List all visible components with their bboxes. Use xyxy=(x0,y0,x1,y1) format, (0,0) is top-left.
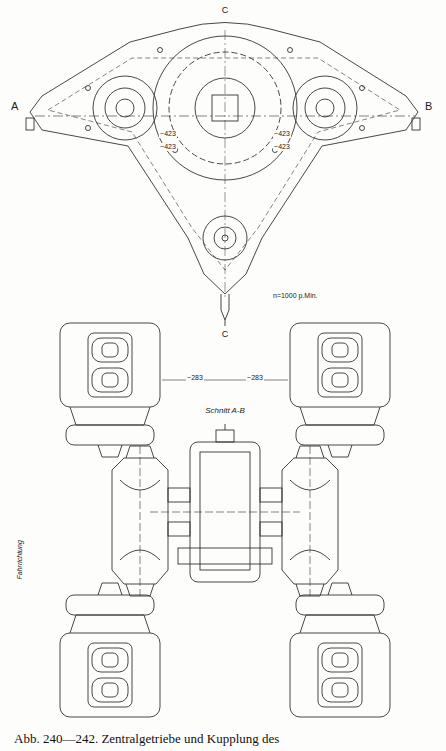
drawing-stroke xyxy=(92,648,128,672)
section-letter: B xyxy=(424,100,433,112)
drawing-stroke xyxy=(332,343,348,357)
drawing-stroke xyxy=(332,683,348,697)
drawing-stroke xyxy=(98,583,122,595)
drawing-stroke xyxy=(225,30,226,300)
drawing-stroke xyxy=(30,23,418,295)
drawing-stroke xyxy=(98,445,122,457)
drawing-stroke xyxy=(26,23,420,597)
dimension-label: ~423 xyxy=(273,130,291,138)
drawing-stroke xyxy=(60,323,160,407)
section-letter: C xyxy=(221,330,230,340)
dimension-label: ~283 xyxy=(186,374,204,382)
dimension-label: ~283 xyxy=(246,374,264,382)
drawing-stroke xyxy=(162,380,288,381)
drawing-stroke xyxy=(112,458,168,584)
drawing-stroke xyxy=(200,452,250,570)
drawing-stroke xyxy=(332,653,348,667)
drawing-stroke xyxy=(322,338,358,362)
drawing-stroke xyxy=(116,99,134,117)
drawing-stroke xyxy=(305,88,345,128)
drawing-stroke xyxy=(310,446,311,596)
drawing-stroke xyxy=(66,425,154,445)
drawing-stroke xyxy=(158,48,163,53)
drawing-stroke xyxy=(260,522,282,536)
drawing-stroke xyxy=(66,595,154,615)
dimension-label: ~423 xyxy=(273,143,291,151)
drawing-stroke xyxy=(322,678,358,702)
direction-label: Fahrrichtung xyxy=(16,539,24,580)
drawing-stroke xyxy=(102,653,118,667)
drawing-stroke xyxy=(60,323,160,457)
section-letter: A xyxy=(10,100,19,112)
drawing-stroke xyxy=(86,86,91,91)
section-letter: C xyxy=(221,6,230,16)
dimension-label: ~423 xyxy=(159,143,177,151)
drawing-stroke xyxy=(332,373,348,387)
drawing-stroke xyxy=(70,615,150,633)
drawing-stroke xyxy=(92,368,128,392)
drawing-stroke xyxy=(102,373,118,387)
drawing-stroke xyxy=(88,333,132,397)
drawing-stroke xyxy=(290,633,390,717)
drawing-stroke xyxy=(150,512,300,513)
drawing-stroke xyxy=(322,648,358,672)
drawing-stroke xyxy=(290,323,390,457)
drawing-stroke xyxy=(126,446,154,596)
drawing-stroke xyxy=(328,583,352,595)
drawing-stroke xyxy=(225,424,226,430)
drawing-stroke xyxy=(92,678,128,702)
drawing-stroke xyxy=(225,320,226,326)
drawing-stroke xyxy=(102,343,118,357)
drawing-stroke xyxy=(260,488,282,502)
dimension-label: n=1000 p.Min. xyxy=(272,292,319,300)
drawing-stroke xyxy=(322,368,358,392)
drawing-stroke xyxy=(328,445,352,457)
drawing-stroke xyxy=(86,126,91,131)
drawing-stroke xyxy=(296,446,324,596)
drawing-stroke xyxy=(92,338,128,362)
drawing-stroke xyxy=(412,118,420,130)
drawing-stroke xyxy=(316,99,334,117)
figure-caption: Abb. 240—242. Zentralgetriebe und Kupplu… xyxy=(14,731,279,747)
drawing-stroke xyxy=(282,458,338,584)
drawing-stroke xyxy=(93,76,157,140)
drawing-stroke xyxy=(293,76,357,140)
drawing-stroke xyxy=(88,643,132,707)
drawing-stroke xyxy=(48,58,400,270)
drawing-stroke xyxy=(300,615,380,633)
drawing-stroke xyxy=(178,548,272,564)
drawing-stroke xyxy=(60,583,160,717)
drawing-stroke xyxy=(360,86,365,91)
drawing-stroke xyxy=(26,118,34,130)
dimension-label: Schnitt A-B xyxy=(204,407,246,416)
drawing-stroke xyxy=(60,323,390,717)
drawing-stroke xyxy=(318,333,362,397)
drawing-stroke xyxy=(105,88,145,128)
drawing-stroke xyxy=(360,126,365,131)
drawing-stroke xyxy=(70,407,150,425)
drawing-stroke xyxy=(288,48,293,53)
drawing-stroke xyxy=(300,407,380,425)
drawing-stroke xyxy=(221,294,229,320)
drawing-stroke xyxy=(216,430,234,442)
drawing-stroke xyxy=(290,323,390,407)
drawing-stroke xyxy=(60,633,160,717)
drawing-stroke xyxy=(296,425,384,445)
drawing-stroke xyxy=(102,683,118,697)
dimension-label: ~423 xyxy=(159,130,177,138)
drawing-stroke xyxy=(290,583,390,717)
drawing-stroke xyxy=(168,488,190,502)
drawing-stroke xyxy=(296,595,384,615)
drawing-stroke xyxy=(140,446,141,596)
drawing-stroke xyxy=(168,522,190,536)
drawing-stroke xyxy=(318,643,362,707)
